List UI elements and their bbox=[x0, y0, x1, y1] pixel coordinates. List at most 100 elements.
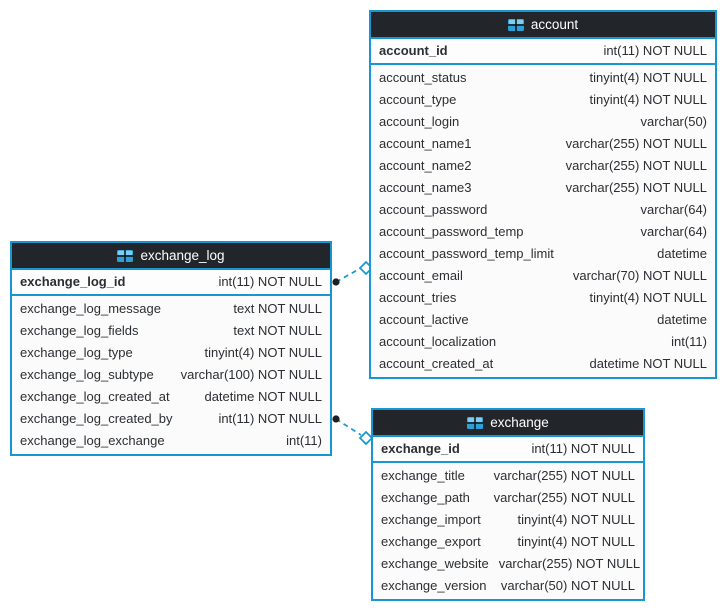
field-row: account_password_temp varchar(64) bbox=[371, 221, 715, 243]
field-type: tinyint(4) NOT NULL bbox=[589, 92, 707, 107]
field-name: exchange_version bbox=[381, 578, 487, 593]
field-name: exchange_id bbox=[381, 441, 460, 456]
field-row: exchange_log_message text NOT NULL bbox=[12, 298, 330, 320]
field-row: exchange_title varchar(255) NOT NULL bbox=[373, 465, 643, 487]
field-name: account_id bbox=[379, 43, 448, 58]
primary-key-row: exchange_id int(11) NOT NULL bbox=[373, 438, 643, 460]
field-type: int(11) bbox=[671, 334, 707, 349]
table-icon bbox=[507, 18, 524, 31]
field-type: text NOT NULL bbox=[233, 323, 322, 338]
field-row: exchange_log_type tinyint(4) NOT NULL bbox=[12, 342, 330, 364]
field-type: varchar(255) NOT NULL bbox=[565, 158, 707, 173]
relationship-connector-account[interactable] bbox=[332, 260, 374, 286]
field-type: datetime NOT NULL bbox=[589, 356, 707, 371]
field-type: varchar(50) NOT NULL bbox=[500, 578, 635, 593]
field-name: account_status bbox=[379, 70, 467, 85]
field-name: account_name2 bbox=[379, 158, 472, 173]
primary-key-row: account_id int(11) NOT NULL bbox=[371, 40, 715, 62]
field-name: account_created_at bbox=[379, 356, 494, 371]
field-type: int(11) bbox=[286, 433, 322, 448]
relationship-line[interactable] bbox=[335, 267, 362, 283]
field-type: varchar(100) NOT NULL bbox=[180, 367, 322, 382]
field-name: exchange_log_exchange bbox=[20, 433, 165, 448]
primary-key-section: exchange_log_id int(11) NOT NULL bbox=[12, 270, 330, 296]
field-row: account_name3 varchar(255) NOT NULL bbox=[371, 177, 715, 199]
field-type: int(11) NOT NULL bbox=[531, 441, 635, 456]
table-exchange_log[interactable]: exchange_log exchange_log_id int(11) NOT… bbox=[10, 241, 332, 456]
field-name: exchange_import bbox=[381, 512, 481, 527]
field-name: exchange_path bbox=[381, 490, 470, 505]
table-title: exchange bbox=[490, 415, 549, 430]
relationship-dot-endpoint bbox=[332, 415, 340, 423]
table-title: account bbox=[530, 17, 579, 32]
field-row: account_type tinyint(4) NOT NULL bbox=[371, 89, 715, 111]
field-name: account_type bbox=[379, 92, 457, 107]
field-name: account_login bbox=[379, 114, 460, 129]
field-name: exchange_title bbox=[381, 468, 465, 483]
field-row: exchange_log_created_at datetime NOT NULL bbox=[12, 386, 330, 408]
field-type: varchar(255) NOT NULL bbox=[565, 180, 707, 195]
field-type: datetime bbox=[657, 312, 707, 327]
field-type: tinyint(4) NOT NULL bbox=[517, 534, 635, 549]
field-type: varchar(50) bbox=[640, 114, 707, 129]
field-name: exchange_log_type bbox=[20, 345, 133, 360]
table-exchange[interactable]: exchange exchange_id int(11) NOT NULL ex… bbox=[371, 408, 645, 601]
field-row: exchange_log_exchange int(11) bbox=[12, 430, 330, 452]
table-account[interactable]: account account_id int(11) NOT NULL acco… bbox=[369, 10, 717, 379]
field-type: tinyint(4) NOT NULL bbox=[517, 512, 635, 527]
field-name: account_password_temp_limit bbox=[379, 246, 554, 261]
field-type: int(11) NOT NULL bbox=[218, 411, 322, 426]
field-name: exchange_website bbox=[381, 556, 489, 571]
field-type: varchar(64) bbox=[640, 224, 707, 239]
field-type: text NOT NULL bbox=[233, 301, 322, 316]
table-header[interactable]: account bbox=[371, 12, 715, 39]
field-name: exchange_log_message bbox=[20, 301, 161, 316]
field-type: varchar(255) NOT NULL bbox=[493, 468, 635, 483]
field-row: account_created_at datetime NOT NULL bbox=[371, 353, 715, 375]
table-icon bbox=[467, 416, 484, 429]
field-name: exchange_log_subtype bbox=[20, 367, 154, 382]
field-row: exchange_log_fields text NOT NULL bbox=[12, 320, 330, 342]
field-type: varchar(255) NOT NULL bbox=[498, 556, 641, 571]
field-row: account_login varchar(50) bbox=[371, 111, 715, 133]
relationship-connector-exchange[interactable] bbox=[332, 415, 374, 446]
field-name: account_email bbox=[379, 268, 463, 283]
field-row: account_password_temp_limit datetime bbox=[371, 243, 715, 265]
field-type: datetime NOT NULL bbox=[204, 389, 322, 404]
field-name: account_tries bbox=[379, 290, 457, 305]
primary-key-row: exchange_log_id int(11) NOT NULL bbox=[12, 271, 330, 293]
table-title: exchange_log bbox=[140, 248, 225, 263]
field-name: exchange_log_created_by bbox=[20, 411, 173, 426]
table-header[interactable]: exchange bbox=[373, 410, 643, 437]
field-type: tinyint(4) NOT NULL bbox=[204, 345, 322, 360]
field-name: exchange_log_created_at bbox=[20, 389, 170, 404]
field-name: account_password_temp bbox=[379, 224, 524, 239]
field-type: int(11) NOT NULL bbox=[218, 274, 322, 289]
field-row: exchange_import tinyint(4) NOT NULL bbox=[373, 509, 643, 531]
relationship-line[interactable] bbox=[335, 418, 362, 436]
field-type: datetime bbox=[657, 246, 707, 261]
field-row: exchange_log_subtype varchar(100) NOT NUL… bbox=[12, 364, 330, 386]
relationship-dot-endpoint bbox=[332, 278, 340, 286]
field-row: exchange_version varchar(50) NOT NULL bbox=[373, 575, 643, 597]
field-name: exchange_log_fields bbox=[20, 323, 139, 338]
field-type: int(11) NOT NULL bbox=[603, 43, 707, 58]
field-row: exchange_log_created_by int(11) NOT NULL bbox=[12, 408, 330, 430]
table-header[interactable]: exchange_log bbox=[12, 243, 330, 270]
field-name: account_name3 bbox=[379, 180, 472, 195]
field-row: account_name2 varchar(255) NOT NULL bbox=[371, 155, 715, 177]
field-name: account_password bbox=[379, 202, 488, 217]
field-row: exchange_website varchar(255) NOT NULL bbox=[373, 553, 643, 575]
